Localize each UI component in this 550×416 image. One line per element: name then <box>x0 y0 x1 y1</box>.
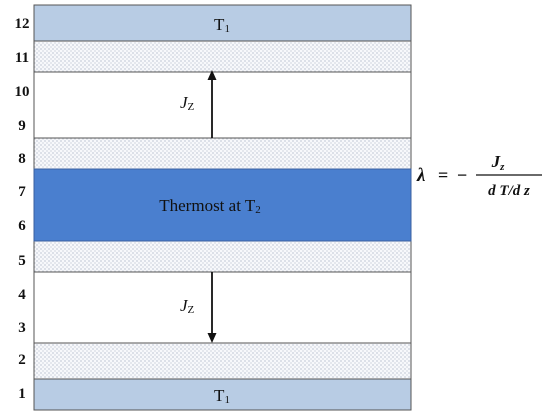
bottom-reservoir-bar <box>33 378 412 411</box>
row-number-5: 5 <box>18 253 26 269</box>
row-number-1: 1 <box>18 386 26 402</box>
dotted-slab-upper <box>33 40 412 73</box>
top-reservoir-label: T1 <box>214 15 230 35</box>
thermal-conductivity-equation: λ = − Jz d T/d z <box>416 152 542 199</box>
row-number-4: 4 <box>18 287 26 303</box>
row-number-8: 8 <box>18 151 26 167</box>
thermostat-slab <box>33 168 412 242</box>
upper-flux-label: JZ <box>180 93 195 113</box>
row-number-column: 12 11 10 9 8 7 6 5 4 3 2 1 <box>15 16 30 402</box>
row-number-7: 7 <box>18 184 26 200</box>
equation-lambda: λ <box>416 165 425 186</box>
dotted-slab-mid-lower <box>33 240 412 273</box>
thermostat-label: Thermost at T2 <box>159 196 261 216</box>
row-number-3: 3 <box>18 320 26 336</box>
dotted-slab-lower <box>33 342 412 380</box>
equation-denominator: d T/d z <box>488 183 530 199</box>
lower-flux-label: JZ <box>180 296 195 316</box>
row-number-6: 6 <box>18 218 26 234</box>
upper-flux-arrowhead <box>207 70 217 80</box>
row-number-9: 9 <box>18 118 26 134</box>
equation-numerator: Jz <box>491 152 506 173</box>
row-number-2: 2 <box>18 352 26 368</box>
top-reservoir-bar <box>33 4 412 42</box>
equation-minus: − <box>457 165 467 185</box>
row-number-12: 12 <box>15 16 30 32</box>
equation-equals: = <box>438 165 448 185</box>
bottom-reservoir-label: T1 <box>214 386 230 406</box>
lower-flux-arrowhead <box>207 333 217 343</box>
row-number-11: 11 <box>15 50 29 66</box>
dotted-slab-mid-upper <box>33 137 412 170</box>
row-number-10: 10 <box>15 84 30 100</box>
